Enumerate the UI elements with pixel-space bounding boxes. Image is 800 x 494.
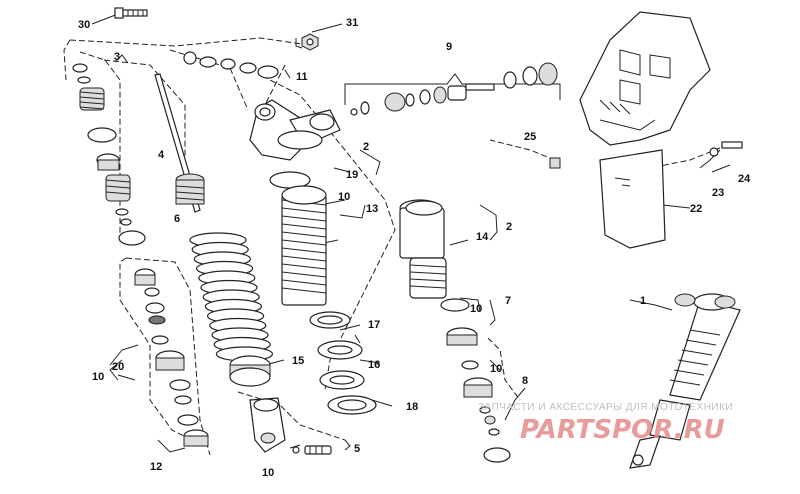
callout-label: 11 (296, 71, 308, 83)
callout-label: 2 (506, 221, 512, 233)
callout-label: 1 (640, 295, 646, 307)
top-washers (183, 51, 279, 79)
shock-body (249, 99, 341, 306)
callout-label: 10 (470, 303, 482, 315)
callout-label: 16 (368, 359, 380, 371)
callout-label: 10 (262, 467, 274, 479)
valve-assembly (350, 62, 558, 116)
callout-label: 24 (738, 173, 751, 185)
callout-labels: 30 31 3 9 11 4 2 25 19 10 13 6 14 2 24 23 22 1 10 7 20 10 17 15… (78, 17, 751, 479)
callout-label: 19 (346, 169, 358, 181)
callout-label: 14 (476, 231, 489, 243)
callout-label: 18 (406, 401, 418, 413)
watermark-brand: PARTSPOR.RU (520, 415, 725, 445)
top-bolt (114, 7, 148, 19)
callout-label: 31 (346, 17, 358, 29)
reservoir (399, 199, 447, 299)
assembled-shock (629, 293, 741, 469)
callout-label: 8 (522, 375, 528, 387)
callout-label: 15 (292, 355, 304, 367)
callout-label: 7 (505, 295, 511, 307)
callout-label: 3 (114, 51, 120, 63)
callout-label: 6 (174, 213, 180, 225)
lower-eyelet (229, 355, 332, 455)
callout-label: 20 (112, 361, 124, 373)
callout-label: 5 (354, 443, 360, 455)
piston-rod (154, 73, 205, 213)
callout-label: 10 (338, 191, 350, 203)
callout-label: 17 (368, 319, 380, 331)
right-stack-parts (440, 298, 511, 463)
top-nut (301, 33, 319, 51)
callout-label: 10 (490, 363, 502, 375)
mud-flap (599, 149, 666, 249)
main-spring (189, 232, 273, 362)
callout-label: 13 (366, 203, 378, 215)
frame-section (579, 11, 711, 146)
callout-label: 10 (92, 371, 104, 383)
callout-label: 4 (158, 149, 165, 161)
watermark-tagline: ЗАПЧАСТИ И АКСЕССУАРЫ ДЛЯ МОТОТЕХНИКИ (478, 402, 733, 413)
callout-label: 22 (690, 203, 702, 215)
flap-fasteners (549, 141, 743, 169)
callout-label: 2 (363, 141, 369, 153)
left-stack-parts (72, 63, 209, 447)
callout-label: 25 (524, 131, 536, 143)
callout-label: 12 (150, 461, 162, 473)
adjuster-nuts (309, 311, 377, 415)
callout-label: 23 (712, 187, 724, 199)
callout-label: 9 (446, 41, 452, 53)
callout-label: 30 (78, 19, 90, 31)
